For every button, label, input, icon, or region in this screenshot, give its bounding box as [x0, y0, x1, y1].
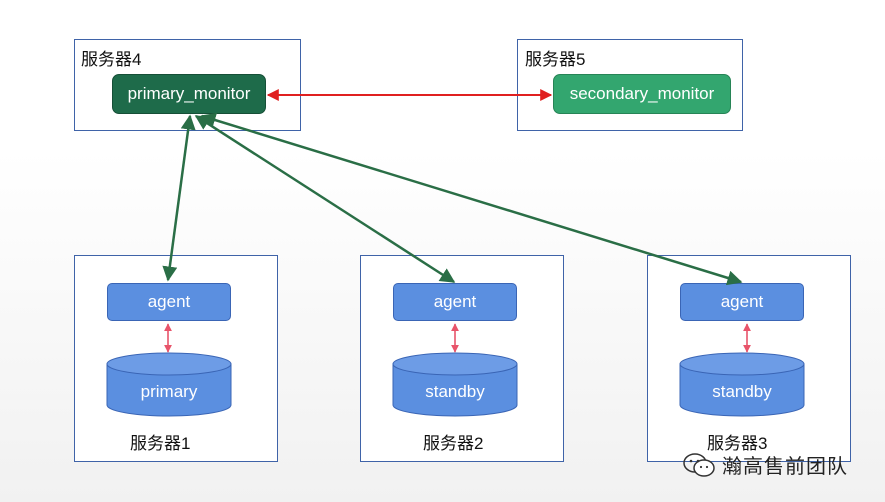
database-label-1: primary	[141, 382, 198, 401]
monitor-agent2-link	[194, 114, 456, 284]
watermark: 瀚高售前团队	[682, 450, 848, 479]
server-3-title: 服务器3	[707, 434, 768, 453]
monitor-agent3-link	[200, 112, 743, 286]
agent-node-3: agent	[680, 283, 804, 321]
primary-monitor-node: primary_monitor	[112, 74, 266, 114]
monitor-agent1-link	[162, 114, 196, 282]
agent-node-1: agent	[107, 283, 231, 321]
database-cylinder-3: standby	[679, 352, 805, 417]
wechat-icon	[683, 452, 715, 477]
database-label-2: standby	[425, 382, 485, 401]
server-4-title: 服务器4	[81, 50, 142, 69]
database-cylinder-1: primary	[106, 352, 232, 417]
database-label-3: standby	[712, 382, 772, 401]
agent-node-2: agent	[393, 283, 517, 321]
secondary-monitor-node: secondary_monitor	[553, 74, 731, 114]
server-5-title: 服务器5	[525, 50, 586, 69]
server-2-title: 服务器2	[423, 434, 484, 453]
watermark-text: 瀚高售前团队	[722, 456, 848, 478]
server-1-title: 服务器1	[130, 434, 191, 453]
database-cylinder-2: standby	[392, 352, 518, 417]
